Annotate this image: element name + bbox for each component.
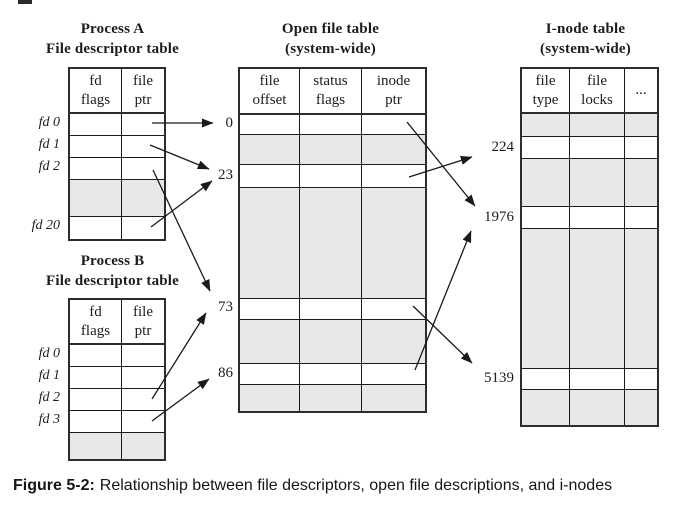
header-line: status [313, 73, 348, 89]
header-line: flags [315, 92, 346, 108]
open-file-header-row: file offset status flags inode ptr [240, 69, 425, 115]
header-line: ptr [134, 91, 152, 108]
table-row [70, 389, 164, 411]
open-file-header-inode-ptr: inode ptr [362, 69, 425, 113]
table-row-elided [522, 114, 657, 137]
table-row [70, 158, 164, 180]
header-line: inode [376, 73, 411, 89]
open-file-table-title: Open file table (system-wide) [248, 19, 413, 59]
process-b-title: Process B File descriptor table [30, 251, 195, 291]
header-line: locks [581, 91, 613, 108]
header-line: type [532, 91, 559, 108]
process-b-header-row: fd flags file ptr [70, 300, 164, 345]
inode-table-title: I-node table (system-wide) [503, 19, 668, 59]
open-file-entry-73 [240, 299, 425, 320]
header-line: flags [80, 91, 111, 108]
open-file-title-line1: Open file table [281, 21, 380, 37]
open-file-entry-0 [240, 115, 425, 135]
figure-caption: Figure 5-2:Relationship between file des… [13, 476, 673, 496]
header-line: file [587, 72, 607, 89]
table-row [70, 345, 164, 367]
table-row-elided [240, 188, 425, 299]
open-file-table: file offset status flags inode ptr [238, 67, 427, 413]
header-line: ptr [385, 92, 402, 108]
inode-header-file-type: file type [522, 69, 570, 112]
table-row-elided [522, 159, 657, 207]
inode-title-line2: (system-wide) [540, 41, 631, 57]
inode-header-row: file type file locks ... [522, 69, 657, 114]
table-row [70, 217, 164, 239]
open-file-entry-23 [240, 165, 425, 188]
process-b-header-fd-flags: fd flags [70, 300, 122, 343]
process-b-title-line1: Process B [80, 253, 145, 269]
header-line: flags [80, 322, 111, 339]
header-line: ... [635, 82, 647, 98]
table-row-elided [240, 385, 425, 411]
header-line: fd [89, 303, 102, 320]
inode-label-5139: 5139 [484, 370, 514, 386]
process-b-fd3-label: fd 3 [38, 412, 60, 427]
table-row-elided [240, 320, 425, 364]
process-b-header-file-ptr: file ptr [122, 300, 164, 343]
page-crop-artifact [18, 0, 32, 4]
table-row-elided [70, 433, 164, 459]
inode-label-1976: 1976 [484, 209, 514, 225]
inode-table: file type file locks ... [520, 67, 659, 427]
header-line: file [259, 73, 280, 89]
table-row-elided [522, 390, 657, 425]
inode-entry-1976 [522, 207, 657, 229]
open-file-header-file-offset: file offset [240, 69, 300, 113]
table-row [70, 136, 164, 158]
header-line: fd [89, 72, 102, 89]
inode-header-file-locks: file locks [570, 69, 625, 112]
header-line: file [133, 72, 153, 89]
inode-entry-224 [522, 137, 657, 159]
table-row [70, 114, 164, 136]
open-file-label-0: 0 [225, 115, 234, 131]
open-file-entry-86 [240, 364, 425, 385]
inode-label-224: 224 [491, 139, 515, 155]
header-line: offset [252, 92, 287, 108]
table-row [70, 411, 164, 433]
header-line: file [133, 303, 153, 320]
process-b-fd2-label: fd 2 [38, 390, 60, 405]
inode-header-ellipsis: ... [625, 69, 657, 112]
process-b-table: fd flags file ptr [68, 298, 166, 461]
table-row-elided [70, 180, 164, 217]
process-b-fd0-label: fd 0 [38, 346, 60, 361]
process-a-header-file-ptr: file ptr [122, 69, 164, 112]
open-file-label-23: 23 [218, 167, 233, 183]
table-row-elided [240, 135, 425, 165]
process-a-header-row: fd flags file ptr [70, 69, 164, 114]
process-a-fd0-label: fd 0 [38, 115, 60, 130]
open-file-label-86: 86 [218, 365, 233, 381]
process-a-header-fd-flags: fd flags [70, 69, 122, 112]
table-row-elided [522, 229, 657, 369]
open-file-label-73: 73 [218, 299, 233, 315]
table-row [70, 367, 164, 389]
figure-caption-label: Figure 5-2: [13, 477, 95, 494]
process-a-fd1-label: fd 1 [38, 137, 60, 152]
figure-caption-text: Relationship between file descriptors, o… [99, 477, 613, 494]
process-a-title-line1: Process A [80, 21, 145, 37]
open-file-header-status-flags: status flags [300, 69, 362, 113]
process-b-title-line2: File descriptor table [45, 273, 180, 289]
inode-entry-5139 [522, 369, 657, 390]
header-line: file [535, 72, 556, 89]
process-b-fd1-label: fd 1 [38, 368, 60, 383]
process-a-fd2-label: fd 2 [38, 159, 60, 174]
open-file-title-line2: (system-wide) [285, 41, 376, 57]
process-a-fd20-label: fd 20 [31, 218, 60, 233]
header-line: ptr [134, 322, 152, 339]
process-a-title: Process A File descriptor table [30, 19, 195, 59]
inode-title-line1: I-node table [545, 21, 626, 37]
process-a-table: fd flags file ptr [68, 67, 166, 241]
process-a-title-line2: File descriptor table [45, 41, 180, 57]
